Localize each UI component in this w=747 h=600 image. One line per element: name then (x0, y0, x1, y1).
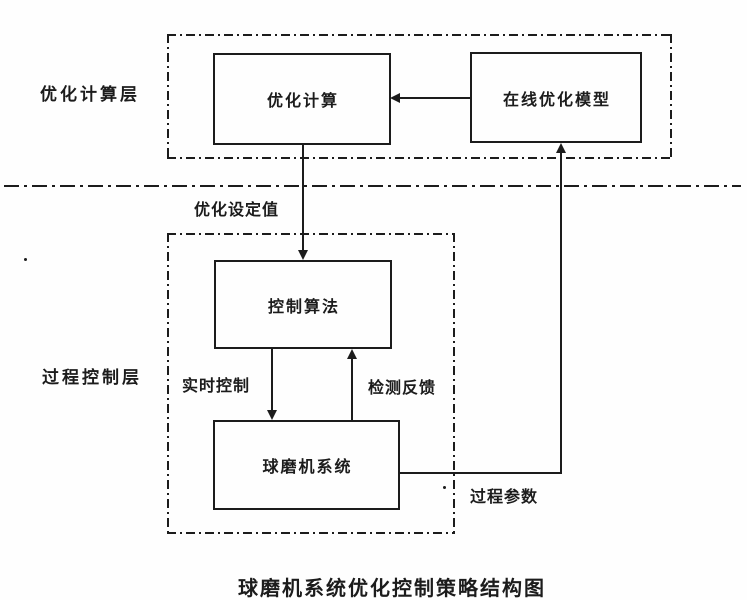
edge-mill-to-model-arrowhead (556, 143, 566, 153)
optimization-layer-frame-left (167, 34, 169, 159)
process-layer-label: 过程控制层 (42, 368, 142, 387)
edge-calculation-to-control-line (302, 145, 304, 252)
edge-mill-to-model-vline (560, 152, 562, 474)
optimization-layer-label: 优化计算层 (40, 85, 140, 104)
edge-mill-to-control-line (351, 358, 353, 420)
edge-mill-to-control-arrowhead (347, 349, 357, 359)
optimization-layer-frame-right (670, 34, 672, 159)
process-parameters-label: 过程参数 (470, 489, 539, 506)
layer-divider-line (4, 185, 741, 187)
edge-model-to-calculation-arrowhead (390, 93, 400, 103)
optimization-layer-frame-bottom (167, 157, 672, 159)
edge-control-to-mill-arrowhead (267, 410, 277, 420)
edge-calculation-to-control-arrowhead (298, 250, 308, 260)
process-layer-frame-right (453, 233, 455, 534)
edge-mill-to-model-hline (400, 472, 562, 474)
scan-speck-right (443, 486, 446, 489)
edge-control-to-mill-line (271, 349, 273, 411)
realtime-control-label: 实时控制 (182, 378, 251, 395)
node-optimization-calculation: 优化计算 (213, 53, 391, 145)
process-layer-frame-bottom (167, 532, 455, 534)
process-layer-frame-left (167, 233, 169, 534)
edge-model-to-calculation-line (399, 97, 470, 99)
scan-speck-left (24, 258, 27, 261)
optimized-setpoint-label: 优化设定值 (194, 202, 280, 219)
diagram-caption: 球磨机系统优化控制策略结构图 (238, 578, 546, 600)
node-control-algorithm: 控制算法 (214, 260, 392, 349)
node-online-optimization-model: 在线优化模型 (470, 52, 642, 143)
process-layer-frame-top (167, 233, 455, 235)
detection-feedback-label: 检测反馈 (368, 380, 437, 397)
optimization-layer-frame-top (167, 34, 672, 36)
node-ball-mill-system: 球磨机系统 (213, 420, 400, 510)
